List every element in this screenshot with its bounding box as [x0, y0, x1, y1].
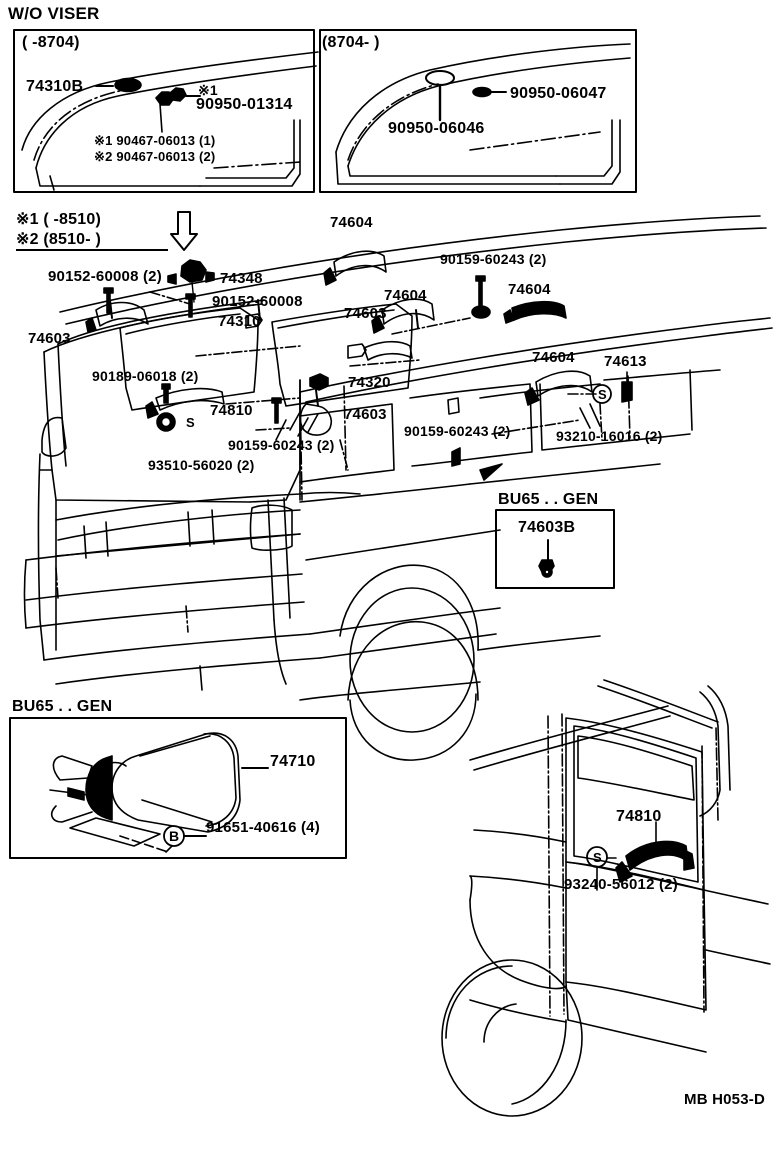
gen-box-bottom-title: BU65 . . GEN [12, 698, 113, 715]
legend-underline [16, 249, 168, 251]
callout-74310b: 74310B [26, 78, 84, 95]
legend-line-1: ※1 ( -8510) [16, 211, 101, 228]
callout-90152-60008-a: 90152-60008 (2) [48, 268, 162, 285]
callout-93510-56020: 93510-56020 (2) [148, 457, 255, 473]
callout-90159-60243-c: 90159-60243 (2) [404, 423, 511, 439]
callout-74604-b: 74604 [384, 287, 427, 304]
page-title: W/O VISER [8, 4, 100, 23]
callout-star1: ※1 [198, 82, 218, 98]
s-marker-door: S [593, 850, 602, 865]
callout-93240-56012: 93240-56012 (2) [564, 876, 678, 893]
panel-top-left-range: ( -8704) [22, 34, 80, 51]
callout-74603-a: 74603 [28, 330, 71, 347]
callout-74604-c: 74604 [508, 281, 551, 298]
callout-90152-60008-b: 90152-60008 [212, 293, 303, 310]
callout-74348: 74348 [220, 270, 263, 287]
callout-74604-d: 74604 [532, 349, 575, 366]
callout-74603b: 74603B [518, 519, 576, 536]
callout-90159-60243-b: 90159-60243 (2) [440, 251, 547, 267]
callout-90950-06046: 90950-06046 [388, 120, 485, 137]
callout-74310: 74310 [218, 313, 261, 330]
callout-93210-16016: 93210-16016 (2) [556, 428, 663, 444]
callout-74710: 74710 [270, 753, 316, 770]
b-marker-label: B [169, 828, 180, 844]
callout-74320: 74320 [348, 374, 391, 391]
callout-74810-b: 74810 [616, 808, 662, 825]
callout-74603-b: 74603 [344, 305, 387, 322]
callout-91651-40616: 91651-40616 (4) [206, 819, 320, 836]
callout-90950-01314: 90950-01314 [196, 96, 293, 113]
callout-74613: 74613 [604, 353, 647, 370]
legend-line-2: ※2 (8510- ) [16, 231, 101, 248]
callout-90189-06018: 90189-06018 (2) [92, 368, 199, 384]
panel-top-right-range: (8704- ) [322, 34, 380, 51]
s-marker-left: S [186, 415, 195, 430]
callout-74810-a: 74810 [210, 402, 253, 419]
gen-box-right-title: BU65 . . GEN [498, 491, 599, 508]
callout-74603-c: 74603 [344, 406, 387, 423]
callout-90467-06013-2: ※2 90467-06013 (2) [94, 149, 216, 164]
callout-90950-06047: 90950-06047 [510, 85, 607, 102]
callout-74604-a: 74604 [330, 214, 373, 231]
footer-code: MB H053-D [684, 1091, 765, 1108]
s-marker-right: S [598, 387, 607, 402]
callout-90467-06013-1: ※1 90467-06013 (1) [94, 133, 216, 148]
callout-90159-60243-a: 90159-60243 (2) [228, 437, 335, 453]
